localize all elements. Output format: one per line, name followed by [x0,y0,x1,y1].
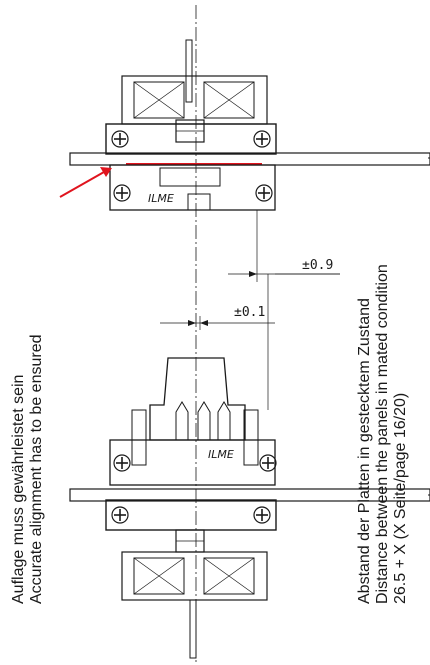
lower-right-screw-icon [253,506,271,524]
panel-distance-note: Abstand der Platten in gestecktem Zustan… [356,264,410,604]
leader-arrow-line [59,171,105,198]
upper-housing-lower [109,164,276,211]
upper-cable [185,39,193,103]
leader-arrow-head [100,167,112,177]
upper-left-lower-screw-icon [113,184,131,202]
panel-distance-note-ref: 26.5 + X (X Seite/page 16/20) [391,392,409,604]
upper-connector: ILME [69,39,430,211]
upper-flange [105,123,277,155]
lower-flange [105,499,277,531]
alignment-note: Auflage muss gewährleistet sein Accurate… [10,335,46,605]
tolerance-outer-label: ±0.9 [302,258,334,273]
lower-left-upper-screw-icon [113,454,131,472]
lower-connector: ILME [69,357,430,659]
lower-cable [189,599,197,659]
alignment-note-de: Auflage muss gewährleistet sein [10,374,27,604]
lower-left-screw-icon [111,506,129,524]
upper-logo: ILME [148,192,174,205]
panel-distance-note-de: Abstand der Platten in gestecktem Zustan… [356,298,373,604]
upper-left-screw-icon [111,130,129,148]
tolerance-inner-label: ±0.1 [234,305,266,320]
upper-right-lower-screw-icon [255,184,273,202]
alignment-note-en: Accurate alignment has to be ensured [27,334,45,605]
lower-panel [69,488,430,502]
lower-right-upper-screw-icon [259,454,277,472]
lower-gland-block [121,551,268,601]
lower-housing [109,439,276,486]
panel-distance-note-en: Distance between the panels in mated con… [373,264,391,604]
upper-gland-block [121,75,268,125]
upper-right-screw-icon [253,130,271,148]
lower-logo: ILME [208,448,234,461]
